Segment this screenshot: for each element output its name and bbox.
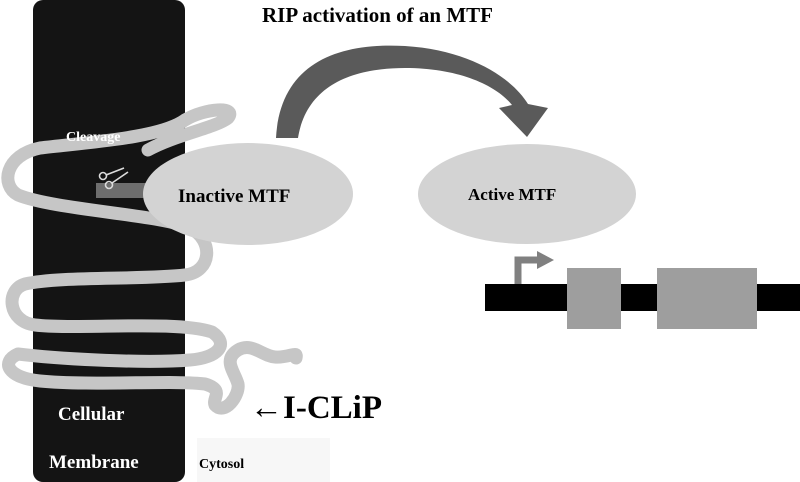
active-mtf-ellipse bbox=[418, 144, 636, 244]
activation-arrow bbox=[276, 45, 548, 138]
gene-box-2 bbox=[657, 268, 757, 329]
promoter-arrow-icon bbox=[514, 251, 554, 284]
membrane-label: Membrane bbox=[49, 452, 139, 473]
cytosol-region bbox=[197, 438, 330, 482]
protein-strand bbox=[1, 103, 303, 415]
diagram-title: RIP activation of an MTF bbox=[262, 3, 493, 27]
inactive-mtf-label: Inactive MTF bbox=[178, 186, 291, 207]
active-mtf-label: Active MTF bbox=[468, 185, 557, 204]
scissors-icon bbox=[98, 167, 129, 190]
inactive-mtf-ellipse bbox=[143, 143, 353, 245]
iclip-label: ←I-CLiP bbox=[250, 390, 382, 426]
cytosol-label: Cytosol bbox=[199, 457, 245, 472]
cellular-label: Cellular bbox=[58, 404, 125, 425]
gene-box-1 bbox=[567, 268, 621, 329]
cleavage-label: Cleavage bbox=[66, 130, 121, 145]
